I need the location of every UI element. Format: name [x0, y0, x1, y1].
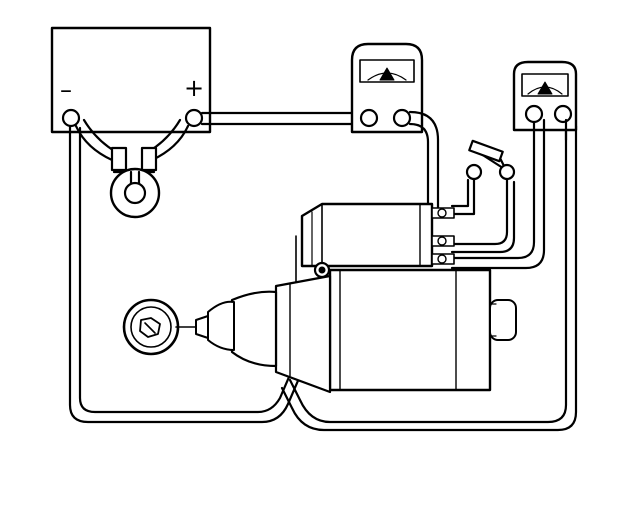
ground-cable-right [280, 120, 578, 432]
pinion-gear [122, 298, 197, 356]
battery-positive-terminal [184, 108, 204, 128]
remote-start-switch [450, 139, 516, 254]
battery-positive-cable [200, 111, 360, 126]
battery [50, 26, 212, 134]
voltmeter-left [350, 42, 424, 134]
battery-switch-leads [74, 118, 190, 162]
voltmeter-leads [408, 110, 440, 214]
ground-cable-left [68, 120, 302, 424]
starter-drive-housing [195, 274, 332, 394]
ammeter-right [512, 60, 578, 132]
ignition-switch [109, 146, 161, 219]
battery-negative-label: – [60, 76, 72, 104]
starter-solenoid [295, 202, 455, 287]
battery-positive-label: + [184, 74, 205, 102]
ammeter-leads [450, 118, 568, 270]
battery-negative-terminal [61, 108, 81, 128]
starter-motor [328, 268, 517, 392]
